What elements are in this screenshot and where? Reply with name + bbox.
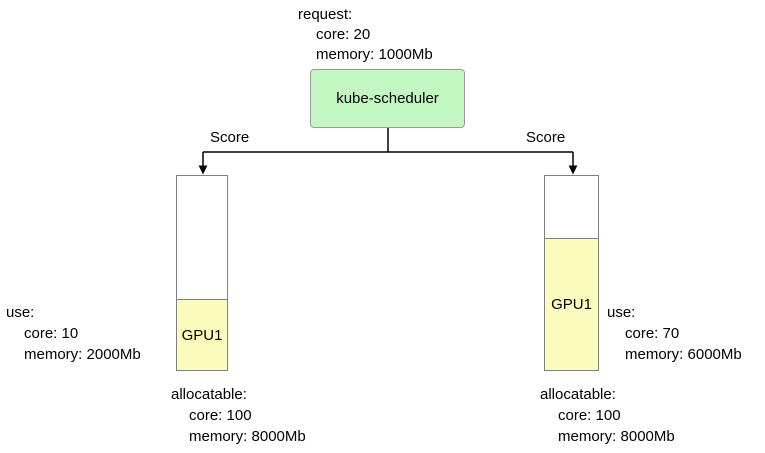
use-memory: memory: 2000Mb bbox=[24, 346, 141, 363]
node-right-gpu-label: GPU1 bbox=[551, 296, 592, 313]
use-memory: memory: 6000Mb bbox=[625, 346, 742, 363]
allocatable-title: allocatable: bbox=[171, 386, 247, 403]
score-label-right: Score bbox=[526, 129, 566, 146]
node-right-use-block: use: core: 70 memory: 6000Mb bbox=[607, 302, 742, 365]
use-core: core: 10 bbox=[24, 325, 79, 342]
allocatable-core: core: 100 bbox=[558, 407, 621, 424]
allocatable-memory: memory: 8000Mb bbox=[558, 428, 675, 445]
use-core: core: 70 bbox=[625, 325, 680, 342]
request-core: core: 20 bbox=[316, 26, 371, 43]
node-left-gpu-label: GPU1 bbox=[181, 326, 223, 344]
node-left-allocatable-block: allocatable: core: 100 memory: 8000Mb bbox=[171, 384, 306, 447]
allocatable-title: allocatable: bbox=[540, 386, 616, 403]
request-memory: memory: 1000Mb bbox=[316, 46, 433, 63]
kube-scheduler-box: kube-scheduler bbox=[310, 69, 465, 128]
node-left-use-block: use: core: 10 memory: 2000Mb bbox=[6, 302, 141, 365]
use-title: use: bbox=[607, 304, 636, 321]
node-left-gpu-usage-fill: GPU1 bbox=[177, 299, 227, 370]
kube-scheduler-label: kube-scheduler bbox=[336, 90, 439, 107]
node-left-box: GPU1 bbox=[176, 175, 228, 371]
score-label-left: Score bbox=[210, 129, 250, 146]
request-block: request: core: 20 memory: 1000Mb bbox=[298, 5, 433, 65]
node-right-allocatable-block: allocatable: core: 100 memory: 8000Mb bbox=[540, 384, 675, 447]
node-right-box: GPU1 bbox=[544, 175, 599, 371]
allocatable-core: core: 100 bbox=[189, 407, 252, 424]
allocatable-memory: memory: 8000Mb bbox=[189, 428, 306, 445]
arrowhead-right-icon bbox=[568, 165, 578, 175]
request-title: request: bbox=[298, 6, 353, 23]
node-right-gpu-usage-fill: GPU1 bbox=[545, 238, 598, 370]
arrowhead-left-icon bbox=[198, 165, 208, 175]
use-title: use: bbox=[6, 304, 35, 321]
